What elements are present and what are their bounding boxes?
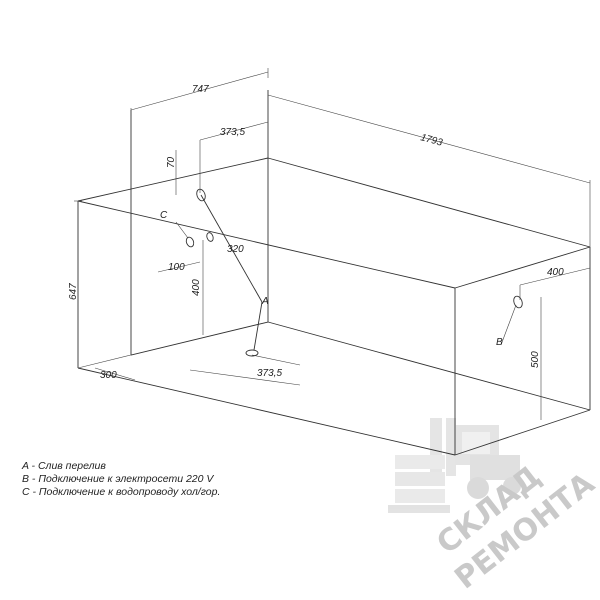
dim-500: 500 [530,351,541,368]
dim-373-top: 373,5 [220,127,245,138]
dimension-lines [74,68,591,420]
dim-747: 747 [192,84,209,95]
legend: A - Слив перелив B - Подключение к элект… [22,460,220,499]
dim-100: 100 [168,262,185,273]
dim-1793: 1793 [419,132,444,148]
watermark-text: СКЛАД РЕМОНТА [430,459,600,596]
dim-320: 320 [227,244,244,255]
legend-item-a: A - Слив перелив [22,460,106,472]
label-b: B [496,337,503,348]
legend-item-c: C - Подключение к водопроводу хол/гор. [22,486,221,498]
label-c: C [160,210,168,221]
dim-647: 647 [68,283,79,300]
dim-300: 300 [100,370,117,381]
water-point-c2 [206,232,214,242]
legend-item-b: B - Подключение к электросети 220 V [22,473,214,485]
drain-point-a [196,188,206,202]
dim-400-right: 400 [547,267,564,278]
floor-drain [245,349,259,357]
dim-400-left: 400 [191,279,202,296]
power-point-b [513,295,523,309]
connection-points [175,188,523,357]
label-a: A [261,296,269,307]
tub-outline [77,90,591,456]
water-point-c1 [185,236,195,248]
dim-70: 70 [166,156,177,168]
forklift-watermark-icon [388,418,521,513]
dim-373-floor: 373,5 [257,368,282,379]
